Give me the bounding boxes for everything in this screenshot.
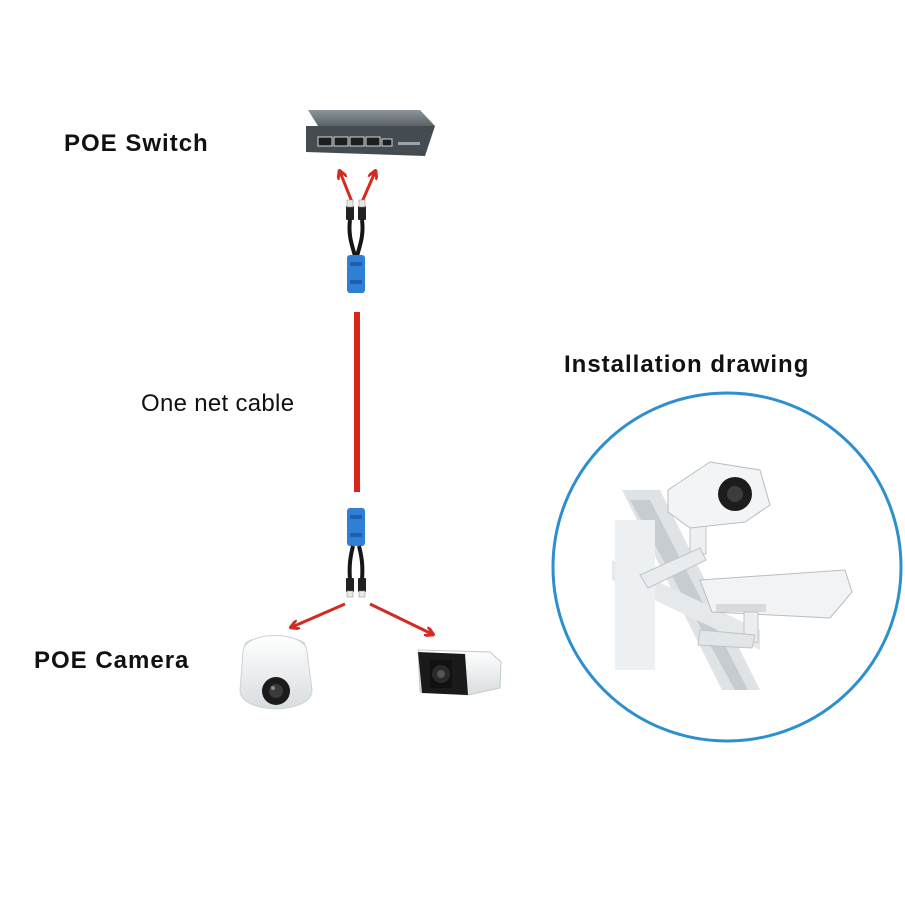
bullet-camera-icon [417,649,502,696]
poe-splitter-bottom-icon [346,508,366,598]
dome-camera-icon [239,635,313,710]
installation-drawing-label: Installation drawing [564,351,810,378]
mounted-cctv-cameras-illustration [551,391,903,743]
one-net-cable-label: One net cable [141,390,295,417]
network-switch-icon [306,110,435,156]
arrows-to-switch [340,172,375,203]
arrows-to-cameras [292,602,432,634]
poe-camera-label: POE Camera [34,647,190,674]
poe-splitter-top-icon [346,199,366,293]
poe-switch-label: POE Switch [64,130,209,157]
